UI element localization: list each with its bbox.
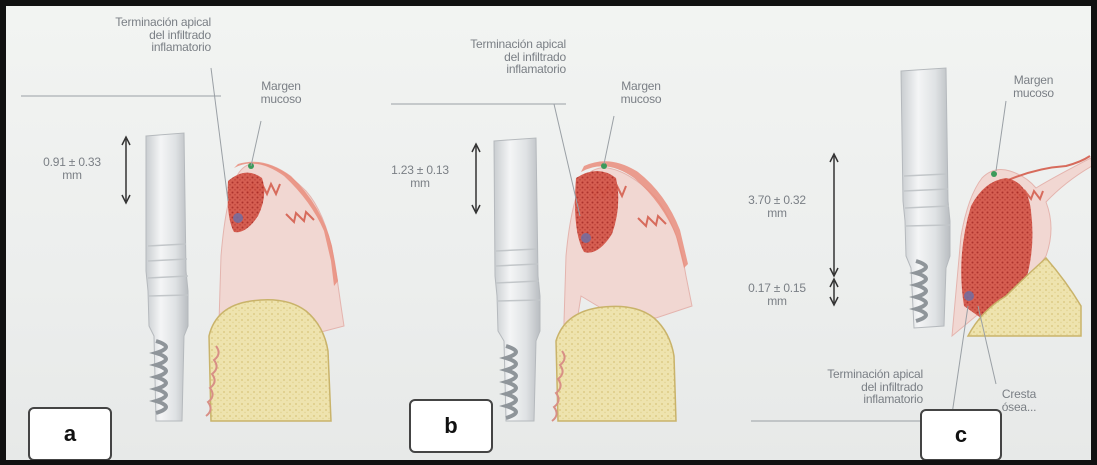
panel-a-bone (209, 300, 331, 421)
panel-a-letter: a (28, 407, 112, 461)
panel-a-apical-label: Terminación apical del infiltrado inflam… (36, 16, 211, 54)
panel-a-measurement: 0.91 ± 0.33 mm (26, 156, 118, 181)
panel-b-letter: b (409, 399, 493, 453)
panel-b-margin-label: Margen mucoso (606, 80, 676, 105)
panel-c-measurement-top: 3.70 ± 0.32 mm (731, 194, 823, 219)
panel-b-measurement: 1.23 ± 0.13 mm (374, 164, 466, 189)
panel-b-illustration (391, 104, 692, 421)
panel-a-illustration (21, 68, 344, 421)
panel-a-margin-label: Margen mucoso (246, 80, 316, 105)
panel-c-measurement-bottom: 0.17 ± 0.15 mm (731, 282, 823, 307)
panel-b-apical-label: Terminación apical del infiltrado inflam… (401, 38, 566, 76)
panel-c-apical-label: Terminación apical del infiltrado inflam… (751, 368, 923, 406)
panel-c-letter: c (920, 409, 1002, 461)
panel-c-margin-label: Margen mucoso (996, 74, 1071, 99)
panel-b-bone (556, 306, 676, 421)
